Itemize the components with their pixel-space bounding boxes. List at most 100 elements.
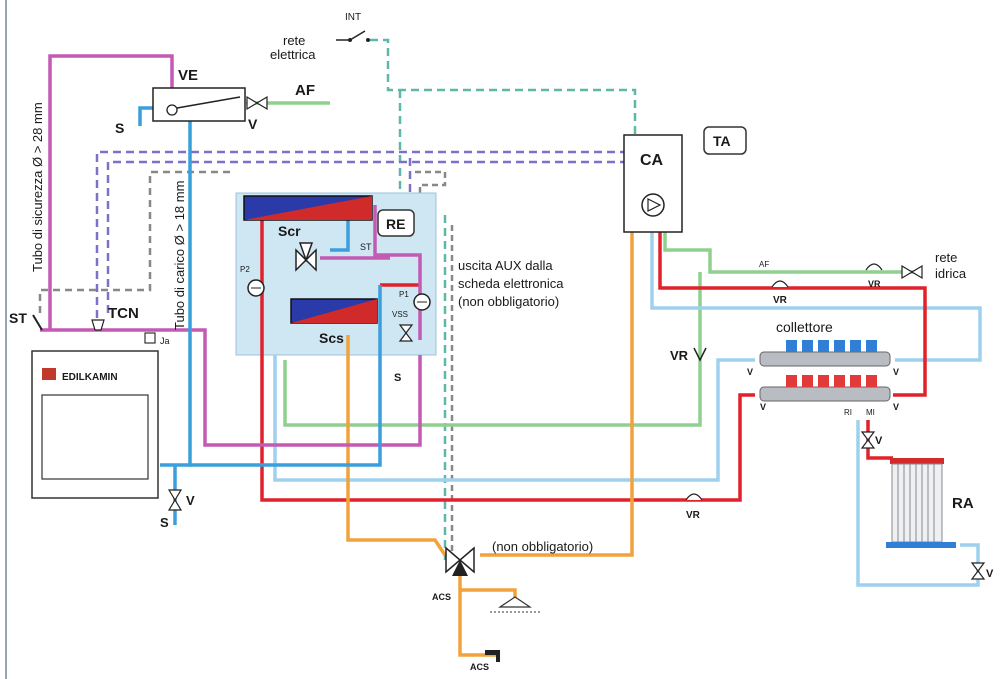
red-pipe-flow xyxy=(260,210,755,502)
sensor-line-gray-1 xyxy=(38,170,230,318)
ca-pump[interactable] xyxy=(641,193,665,217)
lightblue-pipe-return xyxy=(273,355,755,482)
scs-exchanger xyxy=(290,298,378,324)
three-way-valve-panel[interactable] xyxy=(295,242,317,272)
red-pipes xyxy=(260,210,927,502)
lightblue-pipe-ca xyxy=(650,232,982,362)
vr-valve-3[interactable] xyxy=(693,347,707,362)
vr-valve-2[interactable] xyxy=(865,263,883,271)
orange-pipe-shower xyxy=(460,588,517,600)
sensor-line-gray-2 xyxy=(415,170,447,195)
radiator xyxy=(886,458,956,548)
label-v-coll-3: V xyxy=(760,402,766,412)
label-af-top: AF xyxy=(295,82,315,99)
label-v-rad: V xyxy=(875,435,883,447)
label-af-right: AF xyxy=(759,260,769,269)
control-line-purple-2 xyxy=(106,160,628,318)
expansion-vessel xyxy=(152,87,246,122)
manifold-lower xyxy=(759,375,891,402)
electric-lines xyxy=(38,38,637,560)
label-p2: P2 xyxy=(240,265,250,274)
electric-line-main xyxy=(370,38,637,135)
green-pipe-supply xyxy=(283,272,702,427)
orange-pipe-scs xyxy=(346,335,447,556)
label-scs: Scs xyxy=(319,330,344,346)
label-rete-elettrica-1: rete xyxy=(283,33,305,48)
lightblue-pipe-radiator xyxy=(856,420,980,587)
label-acs-1: ACS xyxy=(432,592,451,602)
label-rete-elettrica-2: elettrica xyxy=(270,47,316,62)
label-s-mid: S xyxy=(394,372,401,384)
label-ta: TA xyxy=(713,133,731,149)
label-uscita-1: uscita AUX dalla xyxy=(458,258,553,273)
boiler-brand: EDILKAMIN xyxy=(62,372,118,383)
ca-unit xyxy=(623,134,683,233)
control-line-purple-1 xyxy=(95,150,628,318)
label-mi: MI xyxy=(866,408,875,417)
label-ja: Ja xyxy=(160,336,170,346)
tap-icon xyxy=(485,650,500,662)
label-vr-2: VR xyxy=(868,279,881,289)
label-rete-idrica-1: rete xyxy=(935,250,957,265)
tcn-valve[interactable] xyxy=(91,319,105,331)
valve-rete[interactable] xyxy=(901,264,923,280)
label-v-coll-1: V xyxy=(747,367,753,377)
st-switch[interactable] xyxy=(32,314,43,331)
vr-valve-1[interactable] xyxy=(771,280,789,288)
label-s-bottom: S xyxy=(160,515,169,530)
label-ri: RI xyxy=(844,408,852,417)
label-rete-idrica-2: idrica xyxy=(935,266,967,281)
vss-valve[interactable] xyxy=(398,324,414,342)
scr-exchanger xyxy=(243,195,373,221)
label-ra: RA xyxy=(952,495,974,512)
label-vss: VSS xyxy=(392,310,408,319)
blue-pipe-s-top xyxy=(138,106,153,126)
label-vr-4: VR xyxy=(686,510,701,521)
label-acs-2: ACS xyxy=(470,662,489,672)
three-way-valve-acs[interactable] xyxy=(445,546,475,576)
valve-v-ra[interactable] xyxy=(970,562,986,580)
orange-pipe-ca xyxy=(480,232,634,557)
label-st-mid: ST xyxy=(360,242,372,252)
shower-icon xyxy=(490,596,540,613)
pump-p1[interactable] xyxy=(413,293,431,311)
label-s-top: S xyxy=(115,120,124,136)
label-vr-3: VR xyxy=(670,348,689,363)
blue-pipe-return xyxy=(190,285,382,467)
label-v-coll-2: V xyxy=(893,367,899,377)
label-tubo-carico: Tubo di carico Ø > 18 mm xyxy=(172,181,187,330)
label-ve: VE xyxy=(178,67,198,84)
label-vr-1: VR xyxy=(773,295,788,306)
ta-box[interactable] xyxy=(703,126,747,155)
pump-p2[interactable] xyxy=(247,279,265,297)
label-v-coll-4: V xyxy=(893,402,899,412)
orange-pipe-acs xyxy=(458,575,500,657)
magenta-pipe-safety xyxy=(48,54,174,330)
vr-valve-4[interactable] xyxy=(685,493,703,501)
lightblue-pipes xyxy=(273,232,982,587)
red-pipe-ca xyxy=(658,232,927,397)
label-uscita-3: (non obbligatorio) xyxy=(458,294,559,309)
label-v-bottom: V xyxy=(186,493,195,508)
label-p1: P1 xyxy=(399,290,409,299)
valve-v-rad[interactable] xyxy=(860,431,876,449)
label-collettore: collettore xyxy=(776,319,833,335)
label-scr: Scr xyxy=(278,223,301,239)
label-v-top: V xyxy=(248,116,258,132)
label-st-left: ST xyxy=(9,310,27,326)
re-box[interactable] xyxy=(377,209,415,237)
valve-v-bottom[interactable] xyxy=(167,489,183,511)
manifold-upper xyxy=(759,340,891,367)
label-tcn: TCN xyxy=(108,305,139,322)
label-uscita-2: scheda elettronica xyxy=(458,276,564,291)
label-re: RE xyxy=(386,216,405,232)
magenta-pipe-boiler-top xyxy=(40,328,422,447)
label-int: INT xyxy=(345,12,361,23)
boiler xyxy=(31,332,159,499)
label-ca: CA xyxy=(640,152,664,169)
int-switch[interactable] xyxy=(336,30,370,42)
green-pipe-ca xyxy=(663,232,915,274)
valve-v-top[interactable] xyxy=(246,95,268,111)
